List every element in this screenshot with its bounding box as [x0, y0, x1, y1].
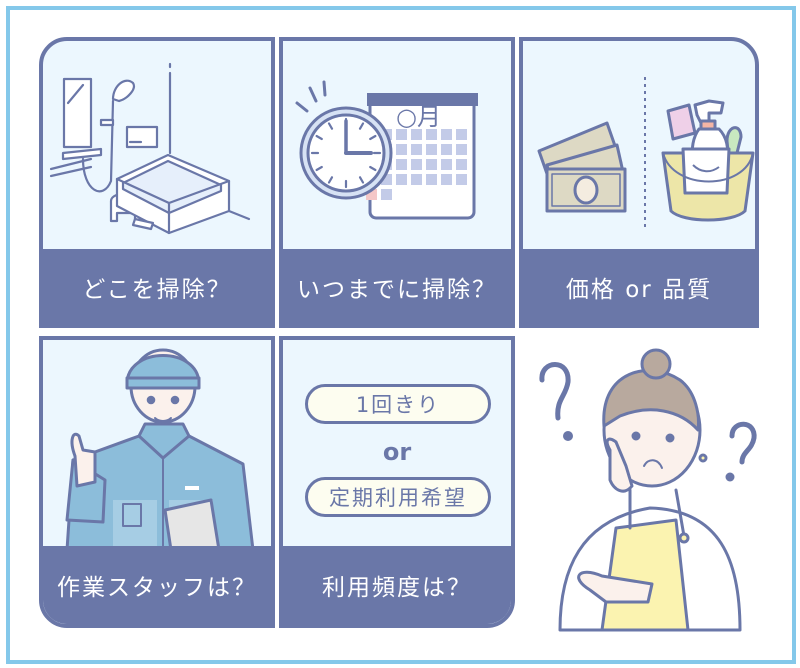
frequency-options: 1回きり or 定期利用希望: [283, 340, 511, 546]
card-label: 作業スタッフは？: [57, 575, 257, 601]
confused-woman-icon: [520, 340, 790, 640]
option-one-time: 1回きり: [305, 384, 491, 424]
card-label: いつまでに掃除？: [297, 276, 497, 303]
card-label-band: 作業スタッフは？: [43, 546, 271, 624]
card-label: どこを掃除？: [82, 276, 232, 303]
card-label-band: いつまでに掃除？: [283, 249, 511, 324]
option-one-time-label: 1回きり: [355, 393, 441, 417]
card-deadline: ○月 いつまでに掃除？: [279, 37, 515, 328]
card-label-band: 利用頻度は？: [283, 546, 511, 624]
money-icon: [537, 121, 627, 213]
clock-calendar-icon: ○月: [283, 41, 511, 249]
question-mark-icon: [729, 421, 757, 465]
worker-staff-icon: [43, 340, 271, 550]
card-staff: 作業スタッフは？: [39, 336, 275, 628]
option-regular-label: 定期利用希望: [329, 486, 467, 510]
card-price-or-quality: 価格 or 品質: [519, 37, 759, 328]
money-and-cleaning-bucket-icon: [523, 41, 755, 249]
card-label-band: 価格 or 品質: [523, 249, 755, 324]
clock-icon: [295, 80, 393, 200]
bathroom-icon: [43, 41, 271, 249]
option-regular: 定期利用希望: [305, 477, 491, 517]
cleaning-bucket-icon: [661, 99, 755, 222]
card-frequency: 1回きり or 定期利用希望 利用頻度は？: [279, 336, 515, 628]
card-label-band: どこを掃除？: [43, 249, 271, 324]
calendar-month-label: ○月: [396, 103, 441, 131]
or-connector: or: [382, 438, 412, 466]
card-label: 利用頻度は？: [322, 575, 472, 601]
question-mark-icon: [539, 362, 571, 421]
card-label: 価格 or 品質: [565, 276, 713, 303]
card-where-to-clean: どこを掃除？: [39, 37, 275, 328]
calendar-icon: ○月: [366, 93, 478, 220]
